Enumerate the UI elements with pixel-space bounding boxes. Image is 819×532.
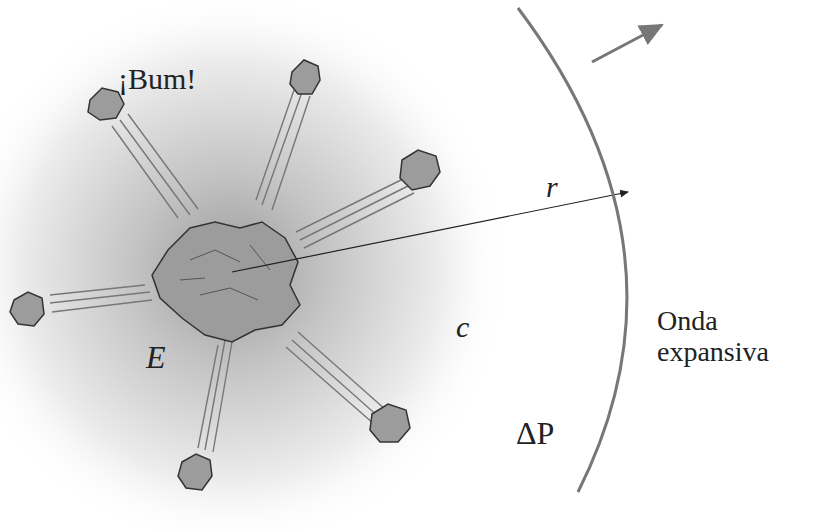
label: c bbox=[456, 310, 469, 343]
label: E bbox=[146, 340, 166, 375]
radius-arrow bbox=[232, 192, 628, 272]
label: ΔP bbox=[516, 416, 554, 451]
label: Onda expansiva bbox=[657, 306, 807, 368]
debris bbox=[10, 60, 440, 490]
speed-lines bbox=[50, 90, 414, 452]
label: r bbox=[546, 170, 558, 203]
label: ¡Bum! bbox=[118, 62, 196, 95]
debris-texture bbox=[180, 245, 270, 300]
propagation-arrow bbox=[592, 25, 662, 62]
